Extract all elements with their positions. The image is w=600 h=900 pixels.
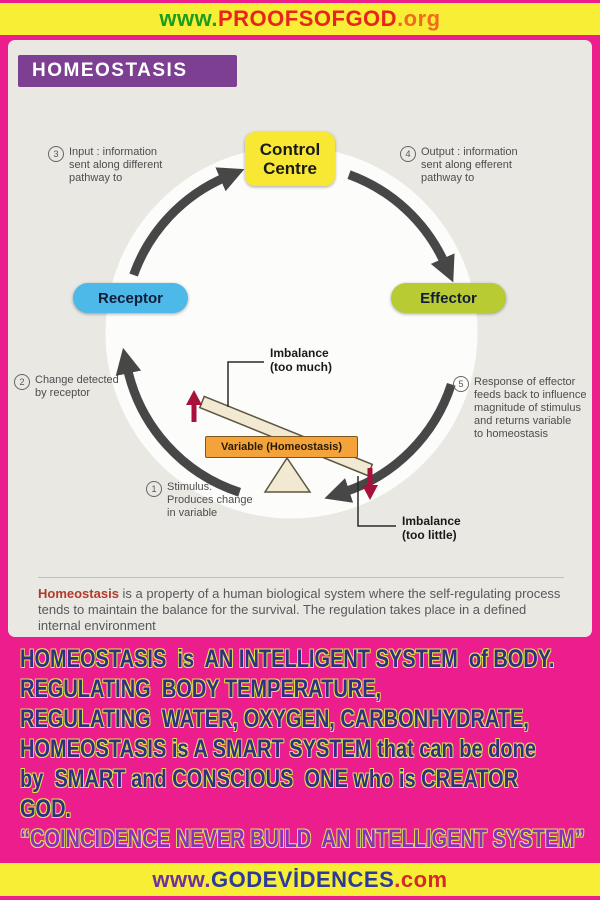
arrow-control-to-effector-icon — [347, 170, 455, 283]
step-number-3: 3 — [48, 146, 64, 162]
leader-line-too-little — [357, 476, 396, 527]
description-lead-word: Homeostasis — [38, 586, 119, 601]
bottom-url-tld: .com — [394, 866, 448, 892]
infographic-card: HOMEOSTASIS Control Centre Receptor Effe… — [8, 40, 592, 637]
annotation-text: Output : information sent along efferent… — [421, 146, 518, 184]
receptor-node: Receptor — [73, 283, 188, 313]
imbalance-too-little-label: Imbalance (too little) — [402, 514, 461, 542]
variable-homeostasis-bar: Variable (Homeostasis) — [205, 436, 358, 458]
annotation-text: Response of effector feeds back to influ… — [474, 376, 587, 440]
message-quote-line: “COINCIDENCE NEVER BUILD AN INTELLIGENT … — [20, 825, 585, 853]
message-block: HOMEOSTASIS is AN INTELLIGENT SYSTEM of … — [20, 644, 598, 854]
annotation-change-detected: 2 Change detected by receptor — [14, 374, 130, 400]
arrow-effector-to-bottom-icon — [324, 383, 456, 503]
step-number-4: 4 — [400, 146, 416, 162]
annotation-text: Stimulus: Produces change in variable — [167, 481, 253, 519]
bottom-url-www: www. — [152, 866, 211, 892]
message-line-1: HOMEOSTASIS is AN INTELLIGENT SYSTEM of … — [20, 645, 555, 673]
description-paragraph: Homeostasis is a property of a human bio… — [38, 577, 564, 634]
top-banner: www.PROOFSOFGOD.org — [0, 3, 600, 35]
top-url-tld: .org — [397, 6, 441, 31]
bottom-banner: www.GODEVİDENCES.com — [0, 863, 600, 896]
description-text: is a property of a human biological syst… — [38, 586, 561, 633]
control-centre-node: Control Centre — [245, 132, 335, 186]
annotation-output: 4 Output : information sent along effere… — [400, 146, 532, 185]
arrow-receptor-to-control-icon — [129, 167, 245, 277]
imbalance-too-much-label: Imbalance (too much) — [270, 346, 332, 374]
homeostasis-cycle-diagram — [105, 146, 478, 527]
leader-line-too-much — [227, 361, 264, 407]
cycle-background-circle — [105, 146, 478, 519]
top-url-www: www. — [159, 6, 218, 31]
effector-node: Effector — [391, 283, 506, 313]
page-title: HOMEOSTASIS — [18, 55, 237, 87]
step-number-2: 2 — [14, 374, 30, 390]
annotation-text: Change detected by receptor — [35, 374, 119, 399]
message-line-4: HOMEOSTASIS is A SMART SYSTEM that can b… — [20, 735, 536, 763]
message-line-2: REGULATING BODY TEMPERATURE, — [20, 675, 382, 703]
seesaw-fulcrum — [263, 456, 312, 493]
annotation-text: Input : information sent along different… — [69, 146, 163, 184]
annotation-input: 3 Input : information sent along differe… — [48, 146, 180, 185]
step-number-1: 1 — [146, 481, 162, 497]
bottom-url-name: GODEVİDENCES — [211, 866, 395, 892]
step-number-5: 5 — [453, 376, 469, 392]
arrow-bottom-to-receptor-icon — [115, 347, 241, 497]
message-line-6: GOD. — [20, 795, 72, 823]
top-url-name: PROOFSOFGOD — [218, 6, 398, 31]
annotation-response: 5 Response of effector feeds back to inf… — [453, 376, 587, 441]
annotation-stimulus: 1 Stimulus: Produces change in variable — [146, 481, 266, 520]
message-line-5: by SMART and CONSCIOUS ONE who is CREATO… — [20, 765, 519, 793]
message-line-3: REGULATING WATER, OXYGEN, CARBONHYDRATE, — [20, 705, 529, 733]
